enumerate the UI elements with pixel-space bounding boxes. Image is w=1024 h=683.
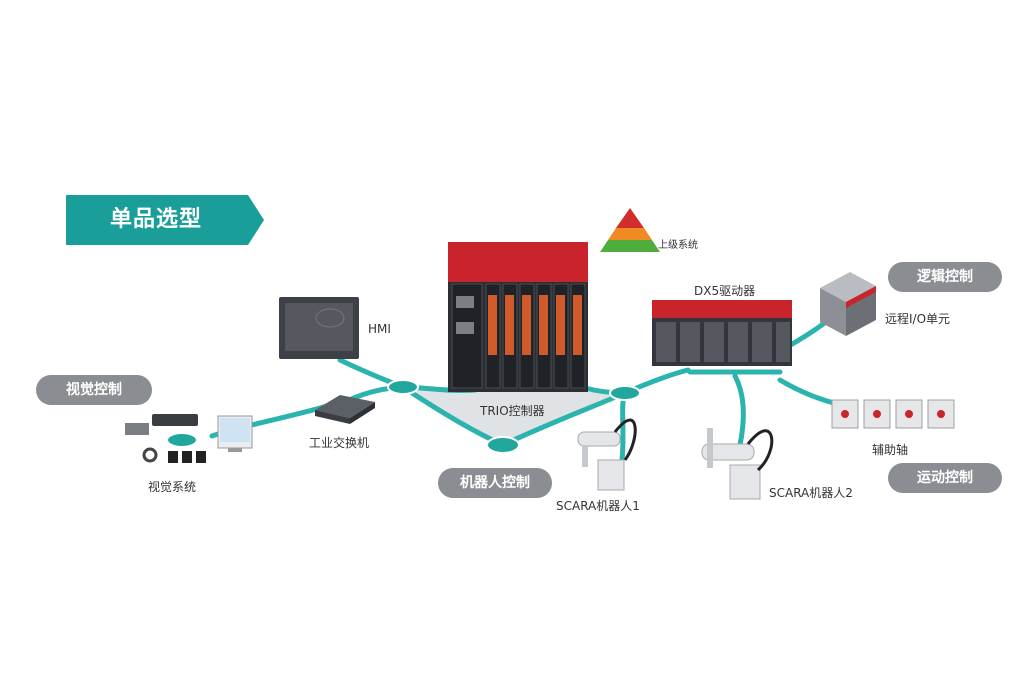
upper-system-pyramid bbox=[600, 208, 660, 252]
controller-zone bbox=[403, 387, 625, 445]
link-right-scara1 bbox=[619, 390, 628, 463]
pill-motion-control: 运动控制 bbox=[888, 463, 1002, 493]
industrial-switch-device bbox=[315, 395, 375, 424]
trio-controller-device bbox=[448, 242, 588, 392]
label-aux-axis: 辅助轴 bbox=[872, 443, 909, 457]
pill-logic-control: 逻辑控制 bbox=[888, 262, 1002, 292]
node-vision bbox=[166, 432, 198, 448]
label-vision-system: 视觉系统 bbox=[148, 480, 197, 494]
label-upper-system: 上级系统 bbox=[658, 240, 698, 251]
label-scara-2: SCARA机器人2 bbox=[769, 486, 853, 500]
label-hmi: HMI bbox=[368, 322, 391, 336]
label-industrial-switch: 工业交换机 bbox=[309, 436, 370, 450]
banner-shape bbox=[66, 195, 264, 245]
label-trio-controller: TRIO控制器 bbox=[480, 404, 545, 418]
vision-system-devices bbox=[125, 414, 253, 463]
link-drive-scara2 bbox=[732, 373, 746, 448]
node-robot bbox=[486, 436, 520, 454]
title-banner: 单品选型 bbox=[66, 195, 264, 245]
dx5-drive-device bbox=[652, 300, 792, 366]
pill-vision-control: 视觉控制 bbox=[36, 375, 152, 405]
aux-axis-motors bbox=[831, 399, 955, 429]
label-dx5-drive: DX5驱动器 bbox=[694, 284, 756, 298]
label-remote-io: 远程I/O单元 bbox=[885, 312, 951, 326]
scara-robot-2 bbox=[701, 428, 774, 500]
hmi-device bbox=[279, 297, 359, 359]
pill-robot-control: 机器人控制 bbox=[438, 468, 552, 498]
scara-robot-1 bbox=[577, 418, 637, 491]
banner-title: 单品选型 bbox=[109, 207, 202, 232]
label-scara-1: SCARA机器人1 bbox=[556, 499, 640, 513]
node-right bbox=[609, 385, 641, 401]
network-nodes bbox=[166, 379, 641, 454]
remote-io-device bbox=[820, 272, 876, 336]
node-hub bbox=[387, 379, 419, 395]
